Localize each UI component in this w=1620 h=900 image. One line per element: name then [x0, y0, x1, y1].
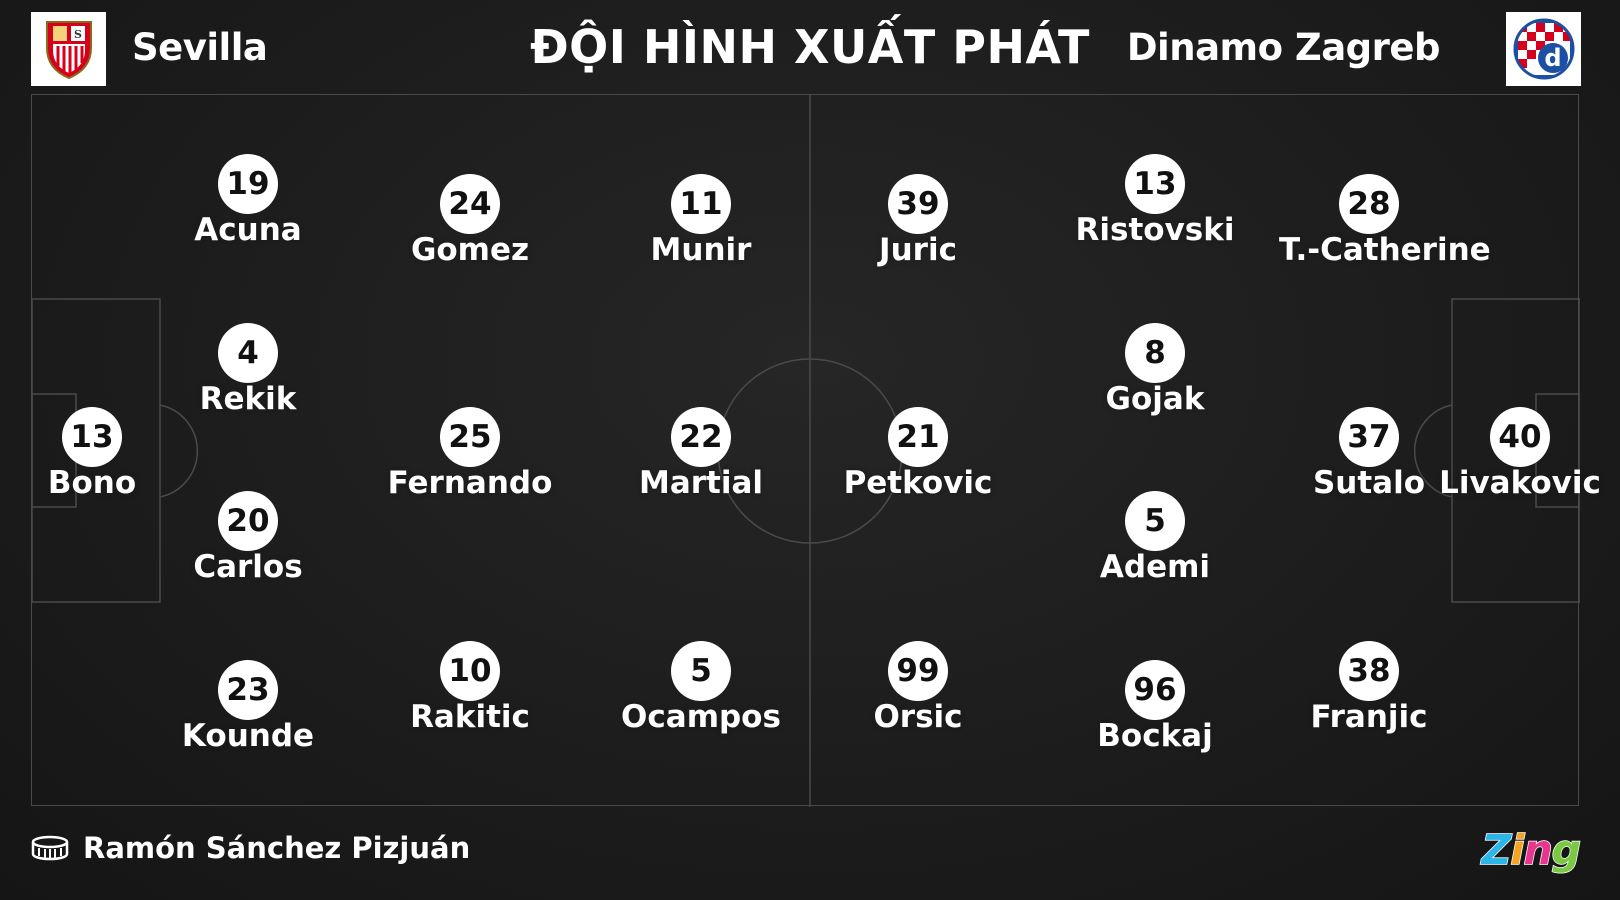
player-number: 11 [671, 174, 731, 234]
player-number: 28 [1339, 174, 1399, 234]
player-number: 39 [888, 174, 948, 234]
venue-name: Ramón Sánchez Pizjuán [83, 831, 471, 865]
away-player: 99 Orsic [828, 641, 1008, 735]
player-number: 99 [888, 641, 948, 701]
player-number: 96 [1125, 660, 1185, 720]
dinamo-zagreb-crest-icon: d [1513, 18, 1574, 80]
player-name: Kounde [181, 718, 315, 754]
player-number: 13 [1125, 154, 1185, 214]
player-number: 4 [218, 323, 278, 383]
home-player: 10 Rakitic [380, 641, 560, 735]
player-name: Bono [47, 465, 137, 501]
home-player: 22 Martial [611, 407, 791, 501]
player-name: Petkovic [843, 465, 993, 501]
player-number: 5 [671, 641, 731, 701]
player-number: 19 [218, 154, 278, 214]
player-name: Acuna [194, 212, 302, 248]
player-number: 24 [440, 174, 500, 234]
home-player: 11 Munir [611, 174, 791, 268]
away-player: 39 Juric [828, 174, 1008, 268]
svg-text:d: d [1544, 44, 1561, 72]
dinamo-zagreb-logo: d [1506, 12, 1581, 86]
player-number: 8 [1125, 323, 1185, 383]
player-name: Carlos [193, 549, 303, 585]
player-name: Gomez [410, 232, 530, 268]
away-player: 8 Gojak [1065, 323, 1245, 417]
player-number: 5 [1125, 491, 1185, 551]
home-team-name: Sevilla [132, 26, 268, 69]
player-name: T.-Catherine [1279, 232, 1491, 268]
player-name: Gojak [1105, 381, 1205, 417]
player-name: Ademi [1099, 549, 1211, 585]
player-number: 10 [440, 641, 500, 701]
sevilla-crest-icon: S [45, 21, 92, 80]
player-name: Juric [879, 232, 957, 268]
stadium-icon [31, 835, 69, 861]
player-name: Rekik [199, 381, 297, 417]
player-name: Rakitic [410, 699, 530, 735]
player-name: Munir [650, 232, 752, 268]
away-player: 21 Petkovic [828, 407, 1008, 501]
player-name: Ocampos [621, 699, 781, 735]
away-player: 5 Ademi [1065, 491, 1245, 585]
away-player: 13 Ristovski [1065, 154, 1245, 248]
player-number: 13 [62, 407, 122, 467]
away-player: 38 Franjic [1279, 641, 1459, 735]
pitch: 13 Bono 19 Acuna 4 Rekik 20 Carlos 23 Ko… [31, 94, 1601, 807]
player-name: Orsic [873, 699, 963, 735]
player-number: 20 [218, 491, 278, 551]
page-title: ĐỘI HÌNH XUẤT PHÁT [530, 20, 1090, 74]
player-number: 22 [671, 407, 731, 467]
player-name: Ristovski [1075, 212, 1235, 248]
home-player: 24 Gomez [380, 174, 560, 268]
player-name: Bockaj [1097, 718, 1213, 754]
player-number: 25 [440, 407, 500, 467]
home-player: 19 Acuna [158, 154, 338, 248]
home-player: 5 Ocampos [611, 641, 791, 735]
player-number: 40 [1490, 407, 1550, 467]
player-name: Livakovic [1439, 465, 1601, 501]
player-name: Martial [638, 465, 764, 501]
player-name: Sutalo [1312, 465, 1426, 501]
svg-text:S: S [74, 28, 82, 41]
home-player: 4 Rekik [158, 323, 338, 417]
home-player: 13 Bono [2, 407, 182, 501]
home-player: 25 Fernando [380, 407, 560, 501]
player-name: Franjic [1310, 699, 1428, 735]
away-player: 96 Bockaj [1065, 660, 1245, 754]
away-player: 40 Livakovic [1430, 407, 1610, 501]
zing-logo: Zing [1481, 825, 1582, 875]
venue: Ramón Sánchez Pizjuán [31, 831, 470, 865]
player-number: 23 [218, 660, 278, 720]
sevilla-logo: S [31, 12, 106, 86]
player-name: Fernando [387, 465, 553, 501]
player-number: 21 [888, 407, 948, 467]
brand-text: Zing [1481, 825, 1582, 875]
home-player: 23 Kounde [158, 660, 338, 754]
away-team-name: Dinamo Zagreb [1126, 26, 1441, 69]
away-player: 28 T.-Catherine [1279, 174, 1491, 268]
player-number: 38 [1339, 641, 1399, 701]
home-player: 20 Carlos [158, 491, 338, 585]
player-number: 37 [1339, 407, 1399, 467]
away-player: 37 Sutalo [1279, 407, 1459, 501]
